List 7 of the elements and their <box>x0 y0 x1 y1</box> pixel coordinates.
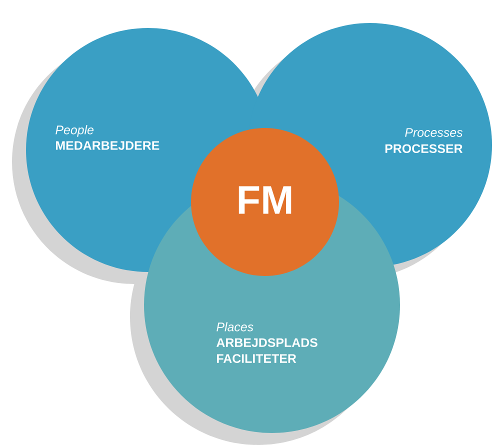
subtitle: Places <box>216 322 254 332</box>
subtitle: People <box>56 125 94 137</box>
label: ARBEJDSPLADS FACILITETER <box>216 338 318 363</box>
heading: FM <box>238 186 292 214</box>
label: PROCESSER <box>385 144 463 153</box>
label: MEDARBEJDERE <box>56 141 160 150</box>
subtitle: Processes <box>405 128 463 137</box>
